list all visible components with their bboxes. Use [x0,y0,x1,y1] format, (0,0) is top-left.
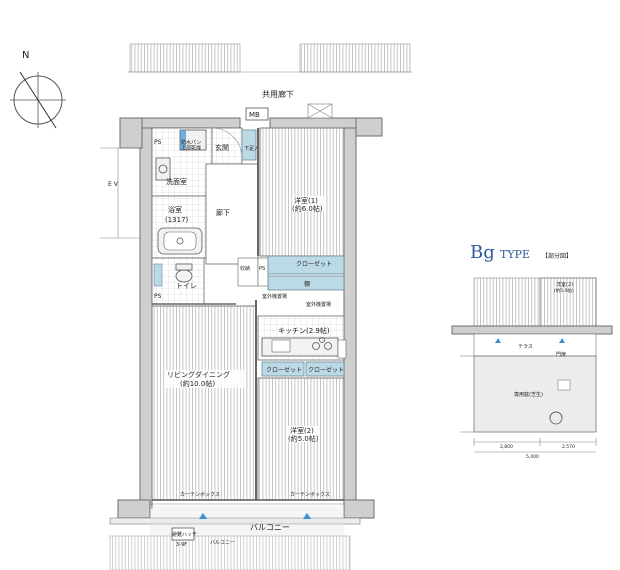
floors-label: 3-9F [176,542,187,548]
neighbor-units [128,43,412,73]
ev-label: E V [108,181,119,188]
western2-size-label: (約5.0帖) [288,434,319,443]
partial-plan: 洋室(2) (約5.0帖) テラス 専用庭(芝生) 門扉 2,800 2,570… [451,277,613,460]
entrance-door-swing [211,127,243,159]
terrace-label: テラス [518,344,533,350]
type-word: TYPE [500,248,530,261]
compass: N [10,50,66,129]
closet-1 [267,255,345,275]
ps-label-2: PS [154,293,162,300]
living-curtain-label: カーテンボックス [180,491,220,498]
water-pan-label: 防水パン上部乾燥 [181,139,201,152]
partial-dim-total: 5,400 [526,454,539,460]
closet1-label: クローゼット [296,260,332,268]
balcony2-label: バルコニー [210,540,235,546]
bath-label: 浴室 [168,205,182,214]
corridor-label: 共用廊下 [262,89,294,99]
closet3-label: クローゼット [308,366,344,374]
curtain-label: カーテンボックス [290,491,330,498]
closet-3 [305,361,345,377]
mb-label: MB [249,111,260,119]
ps-label-1: PS [154,139,162,146]
shelf-label: 棚 [304,280,310,288]
outdoor-unit-label: 室外機置場 [306,301,331,308]
storage-label: 収納 [240,265,250,272]
western1-label: 洋室(1) [294,196,318,205]
western-room-1 [259,127,345,257]
partial-room-label: 洋室(2) [556,281,573,288]
closet2-label: クローゼット [266,366,302,374]
type-note: 【部分図】 [542,252,572,260]
balcony-label: バルコニー [250,523,290,532]
evac-hatch [171,527,195,541]
hallway-label: 廊下 [216,208,230,217]
ps-label-3: PS [259,266,265,272]
type-title: Bg TYPE 【部分図】 [470,242,572,263]
mb-box [245,107,269,121]
hatch-label: 避難ハッチ [172,531,197,538]
gate-label: 門扉 [556,351,566,358]
partial-dim-2: 2,570 [562,444,575,450]
wet-area [151,127,213,305]
partial-dim-1: 2,800 [500,444,513,450]
storage [237,257,259,287]
shoe-cabinet [241,129,257,161]
type-code: Bg [470,242,495,263]
garden-label: 専用庭(芝生) [514,391,543,398]
living-size-label: (約10.0帖) [180,379,215,388]
bath-size-label: (1317) [165,216,189,224]
closet-2 [261,361,305,377]
shelf [267,275,345,291]
kitchen-label: キッチン(2.9帖) [278,326,330,335]
compass-north-label: N [22,50,29,61]
toilet-label: トイレ [176,282,197,290]
washroom-label: 洗面室 [166,177,187,186]
partial-room-size: (約5.0帖) [554,287,574,294]
entrance-label: 玄関 [215,143,229,152]
western2-label: 洋室(2) [290,426,314,435]
outdoor-label: 室外機置場 [262,293,287,300]
shoes-label: 下足入 [244,146,259,152]
living-label: リビングダイニング [167,370,230,379]
hallway-floor [205,163,259,265]
living-dining [151,305,257,501]
western1-size-label: (約6.0帖) [292,204,323,213]
